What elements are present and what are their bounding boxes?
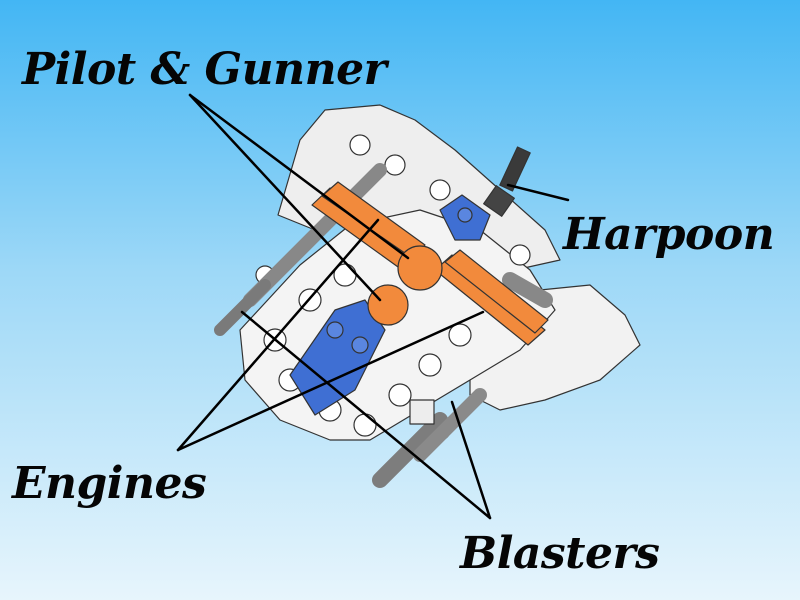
engine-bar-lower	[434, 254, 546, 346]
leader-harpoon	[506, 183, 570, 202]
blue-stud	[457, 207, 473, 223]
label-engines: Engines	[12, 458, 207, 509]
stud	[384, 154, 406, 176]
leader-blasters-1	[240, 310, 492, 520]
stud	[429, 179, 451, 201]
label-blasters: Blasters	[460, 528, 660, 579]
leader-blasters-2	[450, 400, 492, 520]
leader-engines-2	[176, 310, 485, 452]
stud	[418, 353, 442, 377]
engine-bars	[311, 181, 549, 346]
gunner-seat	[367, 284, 409, 326]
leader-engines-1	[176, 218, 380, 452]
left-barrels	[214, 163, 553, 336]
stud	[353, 413, 377, 437]
stud	[388, 383, 412, 407]
label-pilot-gunner: Pilot & Gunner	[22, 44, 387, 95]
stud	[509, 244, 531, 266]
leader-pilot-1	[188, 93, 410, 260]
ship-model	[214, 104, 641, 488]
blue-console-large	[289, 299, 386, 416]
blue-stud	[351, 336, 369, 354]
blue-stud	[326, 321, 344, 339]
harpoon-mount	[483, 185, 515, 217]
stud	[448, 323, 472, 347]
pilot-seat	[397, 245, 443, 291]
engine-bar-lower-2	[444, 249, 549, 334]
blaster-mount	[409, 399, 435, 425]
leader-lines	[176, 93, 570, 520]
label-harpoon: Harpoon	[563, 209, 775, 260]
harpoon-shaft	[499, 146, 531, 192]
leader-pilot-2	[188, 93, 382, 302]
stud	[349, 134, 371, 156]
